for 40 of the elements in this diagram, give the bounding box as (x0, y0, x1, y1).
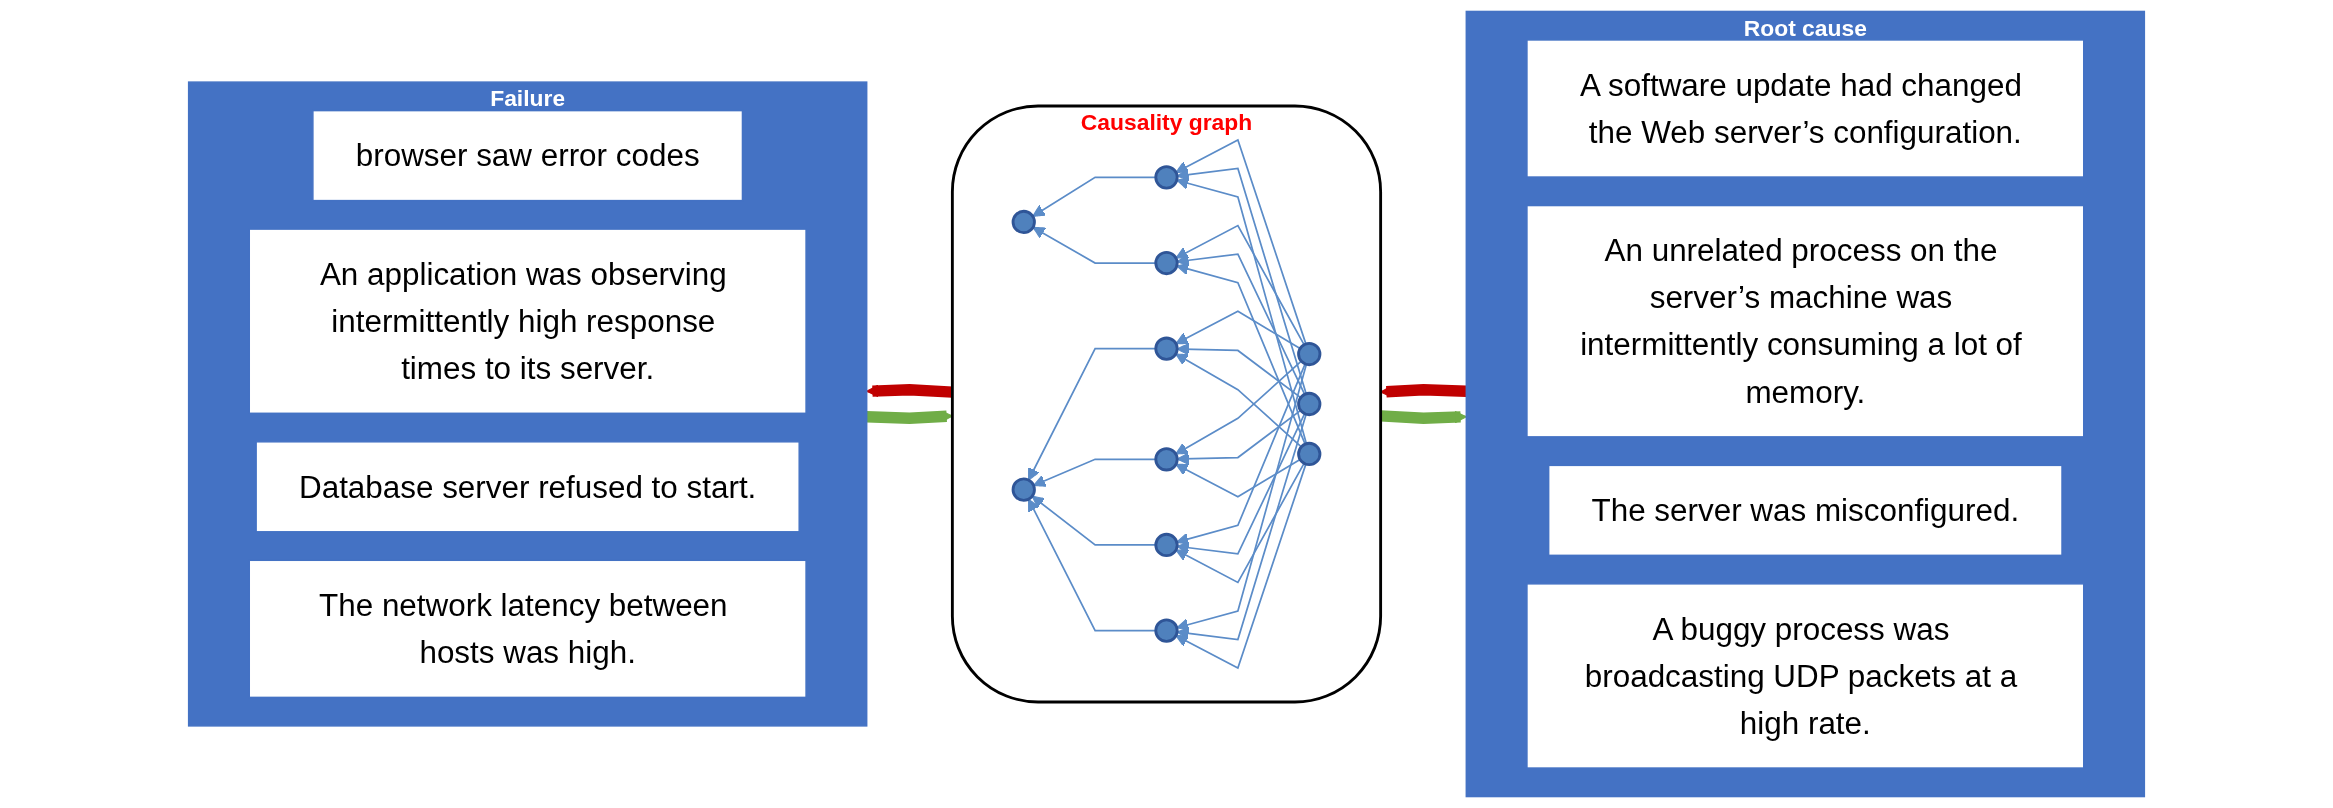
arrow (1175, 310, 1301, 350)
arrow (1176, 409, 1302, 466)
arrow (1176, 262, 1306, 445)
node-circle (1297, 341, 1322, 367)
cluster: Causality graph (950, 104, 1383, 704)
node-box: browser saw error codes (312, 109, 744, 202)
node-box: Database server refused to start. (255, 441, 800, 533)
node-circle (1154, 165, 1179, 190)
node-box: The server was misconfigured. (1547, 464, 2063, 557)
node-box: The network latency between hosts was high. (248, 559, 807, 699)
arrow (1175, 224, 1305, 346)
node-box: An unrelated process on the server’s machine was intermittently consuming a lot of memory. (1526, 204, 2085, 438)
node-circle (1154, 336, 1179, 361)
arrow (1175, 462, 1305, 584)
arrow (1175, 458, 1301, 498)
arrow (1175, 138, 1307, 345)
node-circle (1297, 391, 1322, 417)
arrow (1176, 342, 1302, 399)
node-circle (1154, 250, 1179, 276)
node-circle (1011, 477, 1036, 502)
node-box: A software update had changed the Web server’s configuration. (1526, 39, 2085, 178)
arrow (1176, 177, 1308, 445)
node-circle (1154, 447, 1179, 472)
arrow (1380, 384, 1467, 398)
arrow (1176, 363, 1308, 631)
arrow (1380, 410, 1467, 424)
node-circle (1011, 209, 1036, 235)
node-circle (1154, 618, 1179, 643)
arrow (1176, 167, 1307, 395)
arrow (1176, 413, 1307, 641)
node-box: A buggy process was broadcasting UDP packets at a high rate. (1526, 583, 2085, 769)
node-circle (1297, 441, 1322, 467)
arrow (866, 384, 953, 398)
node-box: An application was observing intermittently high response times to its server. (248, 228, 807, 414)
arrow (1176, 412, 1306, 555)
arrow (866, 410, 953, 424)
arrow (1176, 253, 1306, 396)
arrow (1175, 463, 1307, 670)
node-circle (1154, 532, 1179, 558)
arrow (1176, 363, 1306, 546)
